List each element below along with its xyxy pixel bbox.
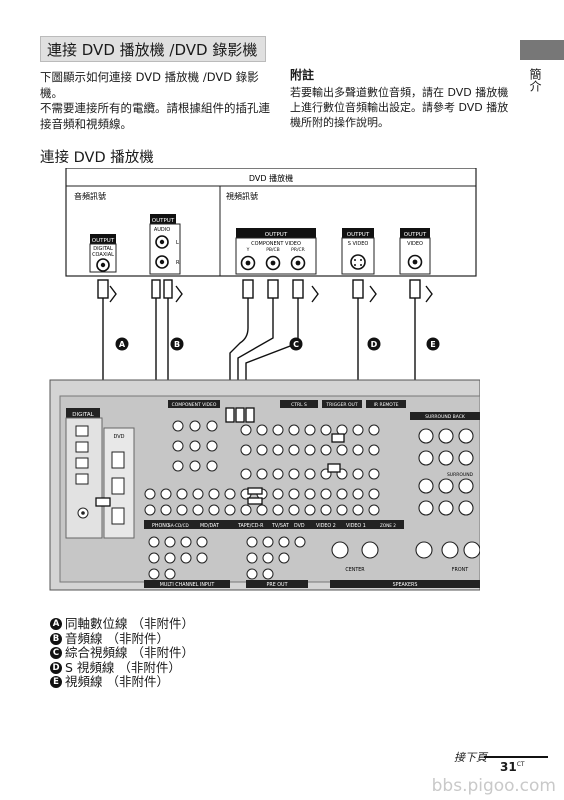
cable-badge-d: [367, 337, 381, 351]
output-label-video: OUTPUT: [404, 232, 427, 238]
audio-signal-label: 音頻訊號: [74, 191, 106, 201]
legend-badge-c: C: [50, 647, 62, 660]
input-label-video2: VIDEO 2: [316, 523, 336, 529]
coaxial-label: COAXIAL: [92, 252, 114, 258]
watermark: bbs.pigoo.com: [431, 776, 556, 796]
cable-badge-c: [289, 337, 303, 351]
legend-text-a: 同軸數位線 （非附件）: [65, 616, 194, 631]
input-label-tvsat: TV/SAT: [271, 523, 289, 529]
input-label-video1: VIDEO 1: [346, 523, 366, 529]
footer-rule: [484, 756, 548, 758]
cable-letter-c: C: [293, 340, 299, 349]
input-label-zone2: ZONE 2: [380, 523, 396, 528]
legend-text-c: 綜合視頻線 （非附件）: [65, 645, 194, 660]
center-label: CENTER: [345, 567, 365, 573]
intro-line-1: 下圖顯示如何連接 DVD 播放機 /DVD 錄影機。: [40, 70, 259, 100]
cable-badges: A B C D E: [115, 337, 440, 351]
cable-badge-e: [426, 337, 440, 351]
cable-legend: A 同軸數位線 （非附件） B 音頻線 （非附件） C 綜合視頻線 （非附件） …: [50, 616, 194, 690]
receiver-component-label: COMPONENT VIDEO: [172, 402, 217, 408]
component-pr-label: PR/CR: [291, 247, 305, 253]
note-box: 附註 若要輸出多聲道數位音頻，請在 DVD 播放機上進行數位音頻輸出設定。請參考…: [290, 68, 512, 130]
section-tab-marker: [520, 40, 564, 60]
input-label-sacd: SA-CD/CD: [168, 523, 189, 528]
receiver-dvd-side-label: DVD: [113, 434, 124, 440]
legend-badge-a: A: [50, 618, 62, 631]
multi-channel-input-label: MULTI CHANNEL INPUT: [160, 582, 215, 588]
cable-badge-b: [170, 337, 184, 351]
input-label-phono: PHONO: [152, 523, 170, 529]
component-video-label: COMPONENT VIDEO: [251, 241, 301, 247]
legend-item-a: A 同軸數位線 （非附件）: [50, 616, 194, 632]
surround-back-label: SURROUND BACK: [425, 414, 466, 420]
component-jacks: [172, 420, 218, 472]
cable-badge-a: [115, 337, 129, 351]
note-title: 附註: [290, 68, 315, 82]
cable-letter-a: A: [119, 340, 126, 349]
page-number-suffix: CT: [516, 761, 525, 768]
page-title: 連接 DVD 播放機 /DVD 錄影機: [40, 36, 266, 62]
video-signal-label: 視頻訊號: [226, 191, 258, 201]
audio-l-label: L: [176, 240, 179, 246]
receiver-digital-label: DIGITAL: [72, 412, 94, 418]
dvd-player-panel: DVD 播放機 音頻訊號 視頻訊號 OUTPUT DIGITAL COAXIAL…: [65, 168, 477, 277]
cable-letter-e: E: [430, 340, 435, 349]
input-label-mddat: MD/DAT: [200, 523, 219, 529]
legend-text-d: S 視頻線 （非附件）: [65, 659, 181, 675]
speakers-label: SPEAKERS: [393, 582, 418, 588]
connection-diagram: DVD 播放機 音頻訊號 視頻訊號 OUTPUT DIGITAL COAXIAL…: [49, 168, 480, 591]
output-label-component: OUTPUT: [265, 232, 288, 238]
page-number: 31CT: [500, 760, 525, 774]
receiver-rear-panel: DIGITAL DVD COMPONENT VIDEO CTRL S TRIGG…: [49, 379, 480, 591]
continued-next-page: 接下頁: [454, 751, 487, 764]
input-label-tapecdr: TAPE/CD-R: [237, 523, 264, 529]
pre-out-label: PRE OUT: [267, 582, 288, 588]
ctrl-s-label: CTRL S: [291, 402, 307, 408]
section-heading: 連接 DVD 播放機: [40, 150, 154, 166]
audio-r-label: R: [176, 260, 180, 266]
multichannel-pre-out-jacks: [148, 536, 306, 580]
legend-item-e: E 視頻線 （非附件）: [50, 674, 194, 690]
trigger-out-label: TRIGGER OUT: [325, 402, 357, 408]
legend-item-d: D S 視頻線 （非附件）: [50, 659, 194, 676]
legend-item-c: C 綜合視頻線 （非附件）: [50, 645, 194, 661]
page-number-value: 31: [500, 760, 517, 774]
speaker-terminals: [331, 428, 480, 559]
intro-text: 下圖顯示如何連接 DVD 播放機 /DVD 錄影機。 不需要連接所有的電纜。請根…: [40, 70, 272, 132]
intro-line-2: 不需要連接所有的電纜。請根據組件的插孔連接音頻和視頻線。: [40, 101, 270, 131]
cable-letter-d: D: [371, 340, 378, 349]
section-tab-label: 簡介: [528, 68, 542, 92]
component-y-label: Y: [246, 247, 250, 253]
dvd-box-title: DVD 播放機: [249, 173, 293, 183]
ir-remote-label: IR REMOTE: [374, 402, 399, 408]
cable-letter-b: B: [174, 340, 180, 349]
surround-label: SURROUND: [447, 472, 474, 478]
s-video-label: S VIDEO: [348, 241, 369, 247]
output-label-audio: OUTPUT: [152, 218, 175, 224]
legend-text-b: 音頻線 （非附件）: [65, 630, 169, 646]
legend-badge-e: E: [50, 676, 62, 689]
input-jacks: [144, 424, 380, 516]
front-label: FRONT: [452, 567, 468, 573]
digital-label: DIGITAL: [93, 246, 113, 252]
output-label-svideo: OUTPUT: [347, 232, 370, 238]
video-label: VIDEO: [407, 241, 423, 247]
note-body: 若要輸出多聲道數位音頻，請在 DVD 播放機上進行數位音頻輸出設定。請參考 DV…: [290, 86, 509, 129]
legend-item-b: B 音頻線 （非附件）: [50, 630, 194, 647]
legend-badge-d: D: [50, 661, 62, 674]
audio-label: AUDIO: [154, 227, 170, 233]
output-label-coax: OUTPUT: [92, 238, 115, 244]
legend-text-e: 視頻線 （非附件）: [65, 674, 169, 689]
input-label-dvd: DVD: [294, 523, 305, 529]
legend-badge-b: B: [50, 632, 62, 645]
receiver-plugs: [95, 407, 345, 507]
component-pb-label: PB/CB: [266, 247, 280, 253]
